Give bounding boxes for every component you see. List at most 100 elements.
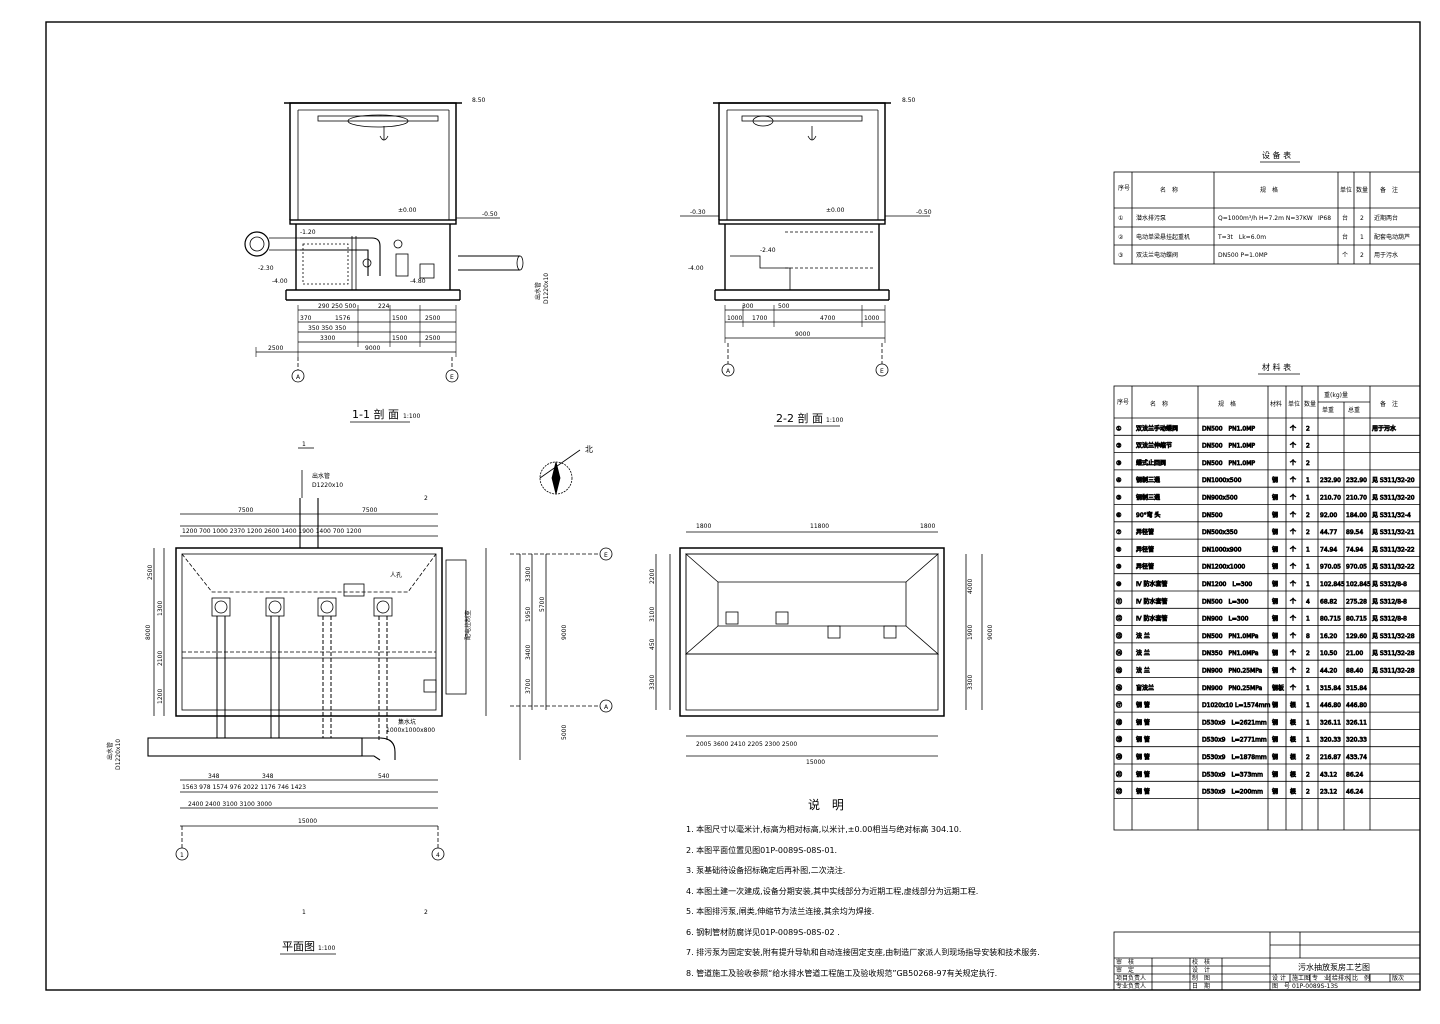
svg-text:290 250 500: 290 250 500 [318, 303, 356, 310]
table-cell: Ⅳ 防水套管 [1136, 597, 1167, 605]
table-cell: DN500 [1202, 512, 1223, 519]
svg-text:11800: 11800 [810, 523, 829, 530]
table-cell: 23.12 [1320, 789, 1337, 796]
table-cell: DN1000x500 [1202, 477, 1242, 484]
notes-list: 1. 本图尺寸以毫米计,标高为相对标高,以米计,±0.00相当与绝对标高 304… [686, 820, 1106, 984]
svg-text:②: ② [1118, 234, 1124, 241]
table-cell: 钢 管 [1136, 736, 1150, 744]
svg-text:350 350 350: 350 350 350 [308, 325, 346, 332]
table-cell: 1 [1306, 719, 1310, 726]
table-cell: 1 [1306, 546, 1310, 553]
table-cell: 2 [1306, 668, 1310, 675]
table-cell: DN500 L=300 [1202, 598, 1249, 605]
table-cell: ㉒ [1116, 788, 1122, 796]
table-cell: Ⅳ 防水套管 [1136, 580, 1167, 588]
table-cell: ⑤ [1116, 495, 1121, 502]
svg-text:D1220x10: D1220x10 [312, 482, 343, 489]
svg-text:IP68: IP68 [1318, 215, 1331, 222]
table-cell: 钢 [1272, 615, 1278, 623]
table-cell: ⑭ [1116, 649, 1122, 657]
svg-text:规 格: 规 格 [1218, 400, 1236, 408]
table-cell: 1 [1306, 685, 1310, 692]
table-cell: 2 [1306, 425, 1310, 432]
table-cell: D530x9 L=2771mm [1202, 737, 1267, 744]
svg-text:5000: 5000 [561, 725, 568, 740]
svg-text:3400: 3400 [525, 645, 532, 660]
table-cell: D1020x10 L=1574mm [1202, 702, 1270, 709]
svg-text:2100: 2100 [157, 651, 164, 666]
table-cell: 双法兰手动蝶阀 [1136, 424, 1178, 432]
svg-text:1200 700 1000 2370 1200: 1200 700 1000 2370 1200 2600 1400 1900 1… [182, 528, 362, 535]
table-cell: 1 [1306, 564, 1310, 571]
table-cell: 钢 管 [1136, 701, 1150, 709]
svg-text:版次: 版次 [1392, 974, 1404, 982]
svg-text:A: A [726, 368, 731, 375]
svg-text:7500: 7500 [362, 507, 377, 514]
table-cell: 44.77 [1320, 529, 1337, 536]
svg-text:8.50: 8.50 [902, 97, 916, 104]
svg-text:A: A [296, 374, 301, 381]
svg-text:-0.50: -0.50 [482, 211, 498, 218]
svg-text:③: ③ [1118, 252, 1123, 259]
svg-text:个: 个 [1342, 252, 1348, 259]
svg-text:1900: 1900 [967, 625, 974, 640]
note-item: 7. 排污泵为固定安装,附有提升导轨和自动连接固定支座,由制造厂家派人到现场指导… [686, 948, 1040, 957]
table-cell: 钢 [1272, 545, 1278, 553]
table-cell: 970.05 [1346, 564, 1367, 571]
svg-text:校 核: 校 核 [1192, 958, 1210, 966]
table-cell: ② [1116, 443, 1122, 450]
svg-text:1300: 1300 [157, 601, 164, 616]
table-cell: 钢 [1272, 494, 1278, 502]
table-cell: DN500 PN1.0MP [1202, 425, 1255, 432]
title-block: 审 核 审 定 项目负责人 专业负责人 校 核 设 计 制 图 日 期 污水抽放… [1113, 931, 1421, 991]
table-cell: 216.87 [1320, 754, 1341, 761]
table-cell: DN500 PN1.0MP [1202, 460, 1255, 467]
svg-text:1500: 1500 [392, 315, 407, 322]
table-cell: 钢 管 [1136, 753, 1150, 761]
svg-text:1: 1 [302, 441, 306, 448]
table-cell: 320.33 [1346, 737, 1367, 744]
svg-text:材 料 表: 材 料 表 [1262, 362, 1291, 372]
table-cell: 2 [1306, 443, 1310, 450]
svg-text:-4.80: -4.80 [410, 278, 426, 285]
svg-text:比 例: 比 例 [1352, 974, 1370, 982]
note-item: 5. 本图排污泵,闸类,伸缩节为法兰连接,其余均为焊接. [686, 907, 875, 916]
table-cell: D530x9 L=200mm [1202, 789, 1263, 796]
svg-text:单位: 单位 [1288, 400, 1300, 408]
table-cell: 见 S311/32-28 [1372, 633, 1415, 640]
svg-text:3700: 3700 [525, 679, 532, 694]
table-cell: 蝶式止回阀 [1136, 459, 1166, 467]
north-arrow: 北 [539, 445, 593, 495]
table-cell: 根 [1290, 770, 1296, 778]
table-cell: 个 [1290, 495, 1296, 502]
table-cell: 法 兰 [1136, 667, 1150, 675]
svg-text:1: 1 [1360, 234, 1364, 241]
svg-text:人孔: 人孔 [390, 571, 402, 579]
svg-text:1:100: 1:100 [826, 417, 843, 424]
table-cell: 钢 [1272, 788, 1278, 796]
svg-text:设 备 表: 设 备 表 [1262, 150, 1291, 160]
table-cell: 1 [1306, 616, 1310, 623]
svg-text:用于污水: 用于污水 [1374, 251, 1398, 259]
table-cell: 80.715 [1346, 616, 1367, 623]
svg-text:3300: 3300 [649, 675, 656, 690]
table-cell: 个 [1290, 598, 1296, 605]
svg-text:1:100: 1:100 [318, 945, 335, 952]
note-item: 6. 钢制管材防腐详见01P-0089S-08S-02 . [686, 927, 840, 937]
table-cell: ⑱ [1116, 718, 1122, 726]
table-cell: 1 [1306, 702, 1310, 709]
table-cell: 68.82 [1320, 598, 1337, 605]
svg-text:制 图: 制 图 [1192, 974, 1210, 982]
svg-text:1: 1 [180, 852, 184, 859]
svg-text:3100: 3100 [649, 607, 656, 622]
svg-text:给排水: 给排水 [1332, 974, 1350, 982]
table-cell: 个 [1290, 512, 1296, 519]
svg-text:日 期: 日 期 [1192, 982, 1210, 990]
table-cell: 异径管 [1136, 528, 1154, 536]
svg-text:1800: 1800 [696, 523, 711, 530]
svg-text:3300: 3300 [967, 675, 974, 690]
table-cell: 2 [1306, 650, 1310, 657]
table-cell: ⑬ [1116, 632, 1122, 640]
table-cell: 见 S311/32-22 [1372, 564, 1415, 571]
